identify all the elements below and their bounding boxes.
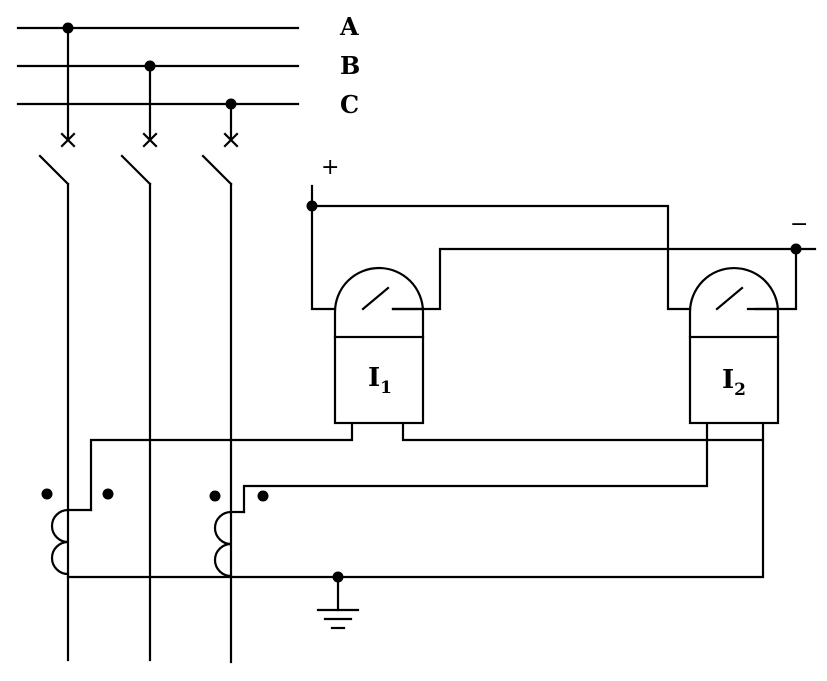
ct-c-winding (213, 510, 233, 578)
phase-label-a: A (339, 12, 359, 41)
ct-c-polarity-dot-secondary (257, 490, 269, 502)
relay-2: I2 (688, 266, 780, 425)
wire-positive-bus (310, 204, 692, 311)
relay-2-housing-dome (688, 266, 780, 339)
wire-ct-a-to-relay-1 (89, 422, 354, 512)
wire-relay-1-to-negative (391, 247, 817, 311)
relay-1-label: I1 (368, 363, 392, 398)
dc-positive-sign: + (321, 155, 339, 180)
current-transformer-a (41, 488, 114, 576)
relay-2-subscript: 2 (734, 380, 746, 400)
current-transformer-c (209, 490, 269, 578)
isolator-x-c (223, 132, 239, 148)
relay-1-coil-box (333, 335, 425, 425)
phase-label-c: C (340, 90, 359, 119)
wire-relay-1-to-return (401, 422, 765, 442)
dc-negative-sign: − (790, 212, 808, 237)
ct-a-winding (50, 508, 70, 576)
breaker-blade-c (201, 154, 233, 186)
secondary-wiring (66, 422, 765, 579)
relay-1-contact-blade (361, 286, 390, 311)
ct-c-polarity-dot-primary (209, 490, 221, 502)
relay-2-coil-box (688, 335, 780, 425)
breaker-blade-a (38, 154, 70, 186)
isolator-x-b (142, 132, 158, 148)
relay-1-symbol: I (368, 363, 380, 393)
wire-return-common (66, 422, 765, 579)
isolator-marks (60, 132, 239, 148)
breaker-blade-b (120, 154, 152, 186)
ct-a-polarity-dot-secondary (102, 488, 114, 500)
relay-1-subscript: 1 (380, 378, 392, 398)
isolator-x-a (60, 132, 76, 148)
wire-ct-c-to-relay-2 (242, 422, 709, 514)
phase-label-b: B (340, 51, 360, 80)
relay-2-symbol: I (722, 365, 734, 395)
relay-1: I1 (333, 266, 425, 425)
relay-2-contact-blade (715, 286, 744, 311)
breaker-contacts (38, 154, 233, 186)
busbars (16, 26, 300, 106)
ground-symbol (316, 571, 360, 630)
ct-a-polarity-dot-primary (41, 488, 53, 500)
relay-2-label: I2 (722, 365, 746, 400)
wire-positive-to-relay-1 (310, 204, 337, 311)
relay-1-housing-dome (333, 266, 425, 339)
